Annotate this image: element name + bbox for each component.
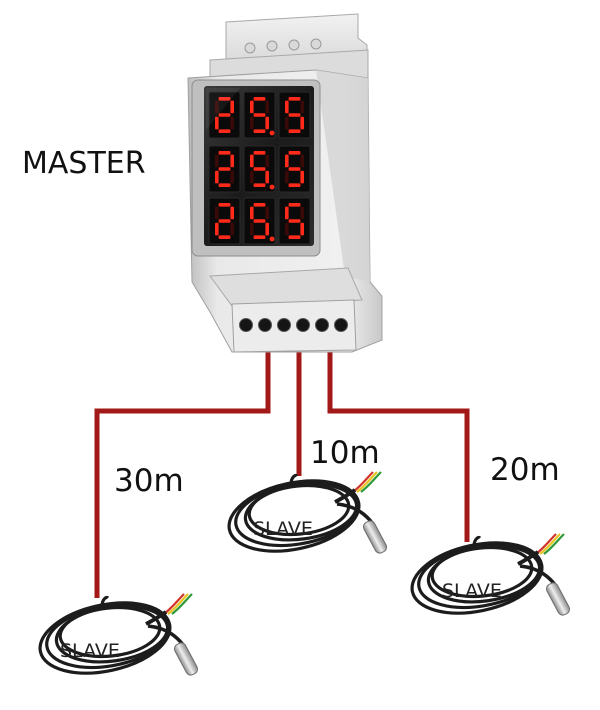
led-segment: [215, 171, 219, 184]
slave-probe-right: [406, 532, 572, 624]
led-segment: [219, 167, 231, 171]
sensor-lead-wire: [357, 472, 377, 492]
cable-length-10m: 10m: [310, 438, 380, 469]
led-segment: [250, 155, 254, 168]
slave-probe-left: [34, 592, 200, 684]
led-segment: [250, 117, 254, 130]
led-segment: [250, 223, 254, 236]
led-segment: [250, 171, 254, 184]
led-segment: [250, 101, 254, 114]
led-segment: [230, 171, 234, 184]
led-segment: [254, 219, 266, 223]
led-segment: [285, 155, 289, 168]
master-device: [188, 14, 382, 352]
sensor-tube: [362, 519, 389, 555]
sensor-tube: [173, 641, 200, 677]
led-segment: [289, 113, 301, 117]
terminal-hole: [316, 319, 329, 332]
led-segment: [219, 151, 231, 155]
led-segment: [300, 207, 304, 220]
led-segment: [219, 183, 231, 187]
led-segment: [265, 171, 269, 184]
led-segment: [230, 207, 234, 220]
terminal-hole: [278, 319, 291, 332]
led-segment: [230, 117, 234, 130]
led-segment: [289, 151, 301, 155]
slave-label-left: SLAVE: [60, 642, 120, 661]
led-segment: [285, 101, 289, 114]
sensor-tube: [545, 581, 572, 617]
led-segment: [215, 223, 219, 236]
led-segment: [254, 129, 266, 133]
led-segment: [300, 117, 304, 130]
led-segment: [230, 223, 234, 236]
led-segment: [254, 167, 266, 171]
cable-length-20m: 20m: [490, 455, 560, 486]
led-segment: [230, 155, 234, 168]
led-segment: [300, 101, 304, 114]
led-segment: [215, 117, 219, 130]
led-segment: [289, 219, 301, 223]
led-segment: [265, 223, 269, 236]
led-segment: [254, 151, 266, 155]
led-segment: [285, 223, 289, 236]
led-segment: [265, 207, 269, 220]
led-segment: [265, 155, 269, 168]
terminal-hole: [240, 319, 253, 332]
led-segment: [254, 113, 266, 117]
led-segment: [285, 207, 289, 220]
led-segment: [285, 171, 289, 184]
sensor-lead-wire: [540, 534, 560, 554]
led-segment: [289, 167, 301, 171]
led-segment: [300, 171, 304, 184]
led-segment: [289, 183, 301, 187]
led-segment: [254, 97, 266, 101]
led-segment: [265, 117, 269, 130]
led-display: [209, 92, 310, 244]
slave-label-center: SLAVE: [253, 520, 313, 539]
slave-label-right: SLAVE: [442, 582, 502, 601]
led-segment: [250, 207, 254, 220]
terminal-hole: [259, 319, 272, 332]
decimal-point: [270, 237, 275, 242]
led-segment: [254, 203, 266, 207]
led-segment: [219, 113, 231, 117]
led-segment: [219, 203, 231, 207]
master-label: MASTER: [22, 149, 146, 179]
led-segment: [254, 183, 266, 187]
led-segment: [289, 97, 301, 101]
led-segment: [219, 235, 231, 239]
terminal-hole: [335, 319, 348, 332]
led-segment: [285, 117, 289, 130]
decimal-point: [270, 131, 275, 136]
led-segment: [289, 203, 301, 207]
cable-length-30m: 30m: [114, 466, 184, 497]
led-segment: [289, 129, 301, 133]
led-segment: [265, 101, 269, 114]
led-segment: [289, 235, 301, 239]
led-segment: [254, 235, 266, 239]
led-segment: [300, 155, 304, 168]
led-segment: [219, 129, 231, 133]
decimal-point: [270, 185, 275, 190]
led-segment: [300, 223, 304, 236]
terminal-hole: [297, 319, 310, 332]
led-segment: [219, 219, 231, 223]
sensor-lead-wire: [168, 594, 188, 614]
led-segment: [230, 101, 234, 114]
led-segment: [215, 207, 219, 220]
slave-probe-center: [223, 470, 389, 562]
led-segment: [215, 155, 219, 168]
